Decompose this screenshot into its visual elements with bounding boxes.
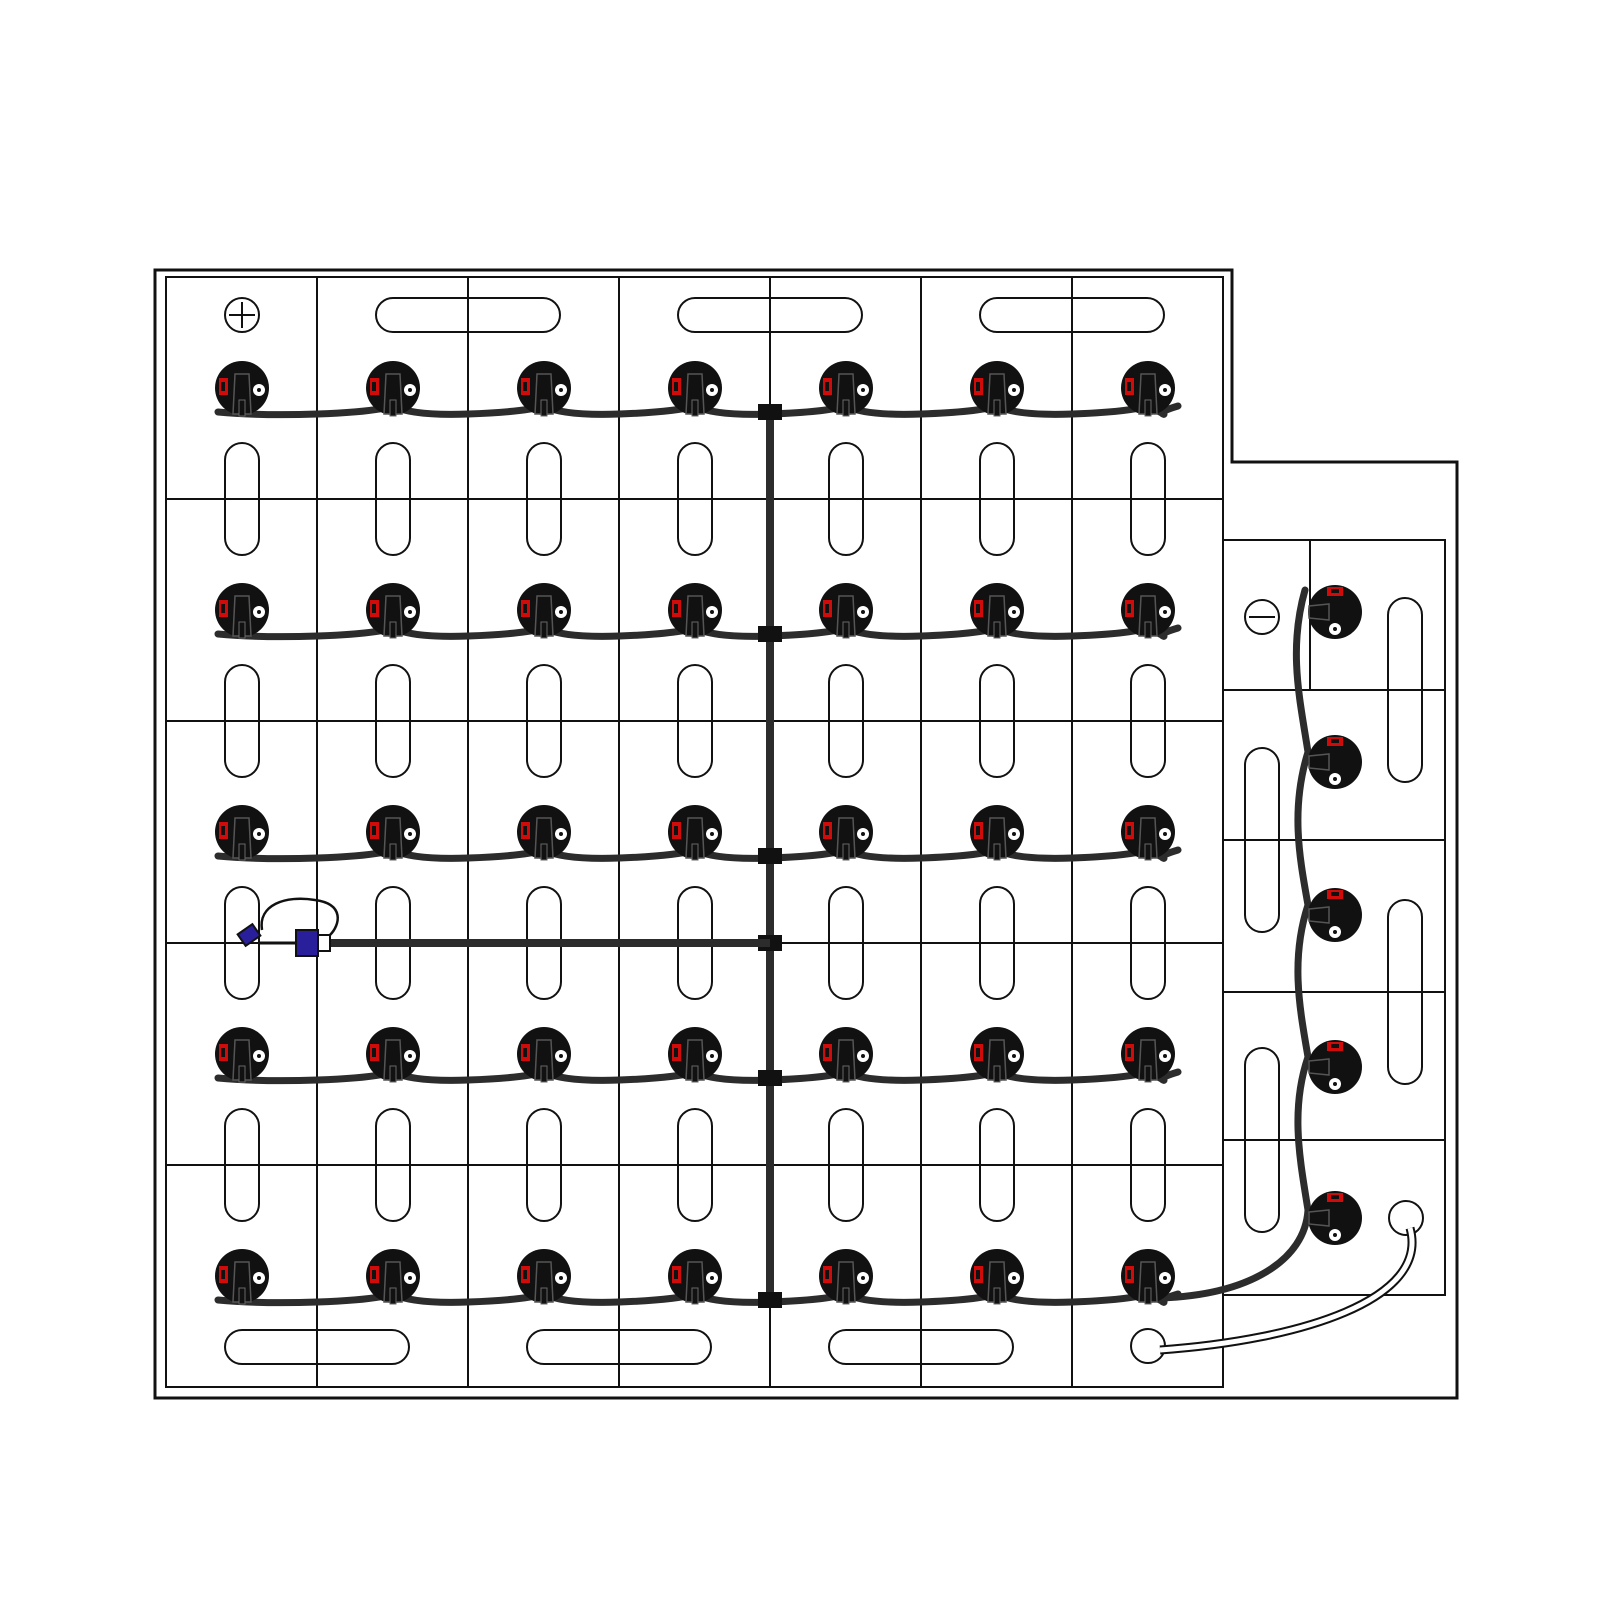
vent-slot <box>224 1329 410 1365</box>
return-tube <box>1159 1227 1415 1353</box>
vent-slot <box>1130 442 1166 556</box>
cell-grid <box>166 277 1445 1387</box>
vent-slot <box>677 442 713 556</box>
side-block-outline <box>1222 539 1446 1296</box>
watering-valve <box>214 1026 270 1083</box>
vent-slot <box>526 664 562 778</box>
vent-slot <box>1244 1047 1280 1233</box>
vent-slot <box>375 1108 411 1222</box>
tee-connector <box>758 848 782 864</box>
vent-slot <box>375 664 411 778</box>
vent-slot <box>224 442 260 556</box>
tee-connector <box>758 404 782 420</box>
vent-slot <box>1387 597 1423 783</box>
vent-slot <box>1387 899 1423 1085</box>
vent-slot <box>828 1108 864 1222</box>
vent-slot <box>1244 747 1280 933</box>
tee-connector <box>758 626 782 642</box>
vent-slot <box>979 664 1015 778</box>
vent-slot <box>375 442 411 556</box>
vent-slot <box>526 442 562 556</box>
vent-slot <box>677 1108 713 1222</box>
watering-valves <box>214 360 1363 1305</box>
vent-slot <box>979 886 1015 1000</box>
watering-valve <box>1307 584 1363 640</box>
vent-slot <box>375 297 561 333</box>
watering-valve <box>1307 887 1363 943</box>
vent-slot <box>979 1108 1015 1222</box>
vent-slot <box>828 664 864 778</box>
vent-slot <box>828 886 864 1000</box>
fill-coupler <box>295 929 319 957</box>
vent-slot <box>828 1329 1014 1365</box>
watering-valve <box>214 804 270 861</box>
vent-slot <box>1130 664 1166 778</box>
vent-slot <box>677 664 713 778</box>
watering-valve <box>214 1248 270 1305</box>
tee-connector <box>758 1292 782 1308</box>
vent-slot <box>1130 1108 1166 1222</box>
watering-valve <box>214 582 270 639</box>
watering-valve <box>214 360 270 417</box>
tray-outer-outline <box>153 268 1459 1400</box>
vent-slot <box>224 1108 260 1222</box>
terminal-markers <box>224 297 1280 635</box>
battery-tray <box>153 268 1459 1400</box>
vent-slot <box>526 1329 712 1365</box>
vent-slot <box>1130 886 1166 1000</box>
vent-slot <box>677 297 863 333</box>
vent-slot <box>224 886 260 1000</box>
water-hoses <box>214 402 1417 1355</box>
coupler-loop <box>260 897 339 936</box>
coupler-cap <box>236 922 262 948</box>
vent-slot <box>979 442 1015 556</box>
watering-valve <box>1307 1190 1363 1246</box>
vent-port <box>1388 1200 1424 1236</box>
coupler-nozzle <box>317 934 331 952</box>
tee-connector <box>758 1070 782 1086</box>
watering-valve <box>1307 1039 1363 1095</box>
watering-valve <box>1307 734 1363 790</box>
vent-slot <box>828 442 864 556</box>
vent-slot <box>979 297 1165 333</box>
vent-slot <box>526 1108 562 1222</box>
vent-slot <box>224 664 260 778</box>
side-hose <box>1156 586 1312 1302</box>
